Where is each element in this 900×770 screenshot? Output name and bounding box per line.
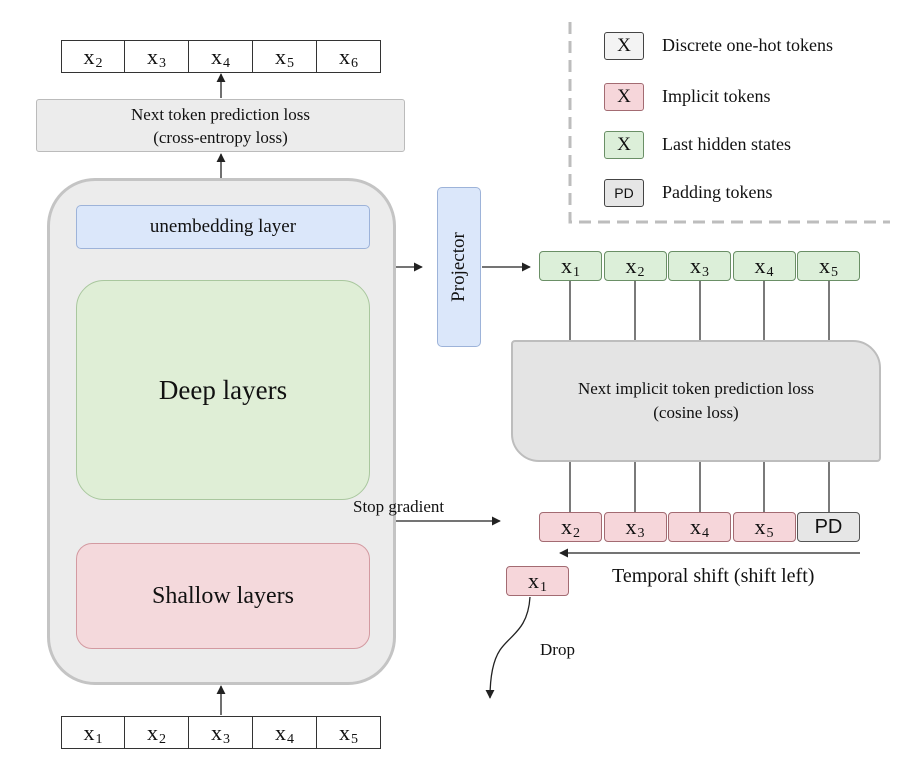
- next-token-loss-subtitle: (cross-entropy loss): [153, 127, 288, 147]
- legend-label-padding: Padding tokens: [662, 182, 773, 202]
- padding-token: PD: [797, 512, 860, 542]
- legend-label-implicit: Implicit tokens: [662, 86, 771, 106]
- unembedding-layer: unembedding layer: [76, 205, 370, 249]
- legend-swatch-one-hot: X: [604, 32, 644, 60]
- legend-swatch-hidden: X: [604, 131, 644, 159]
- implicit-loss-title: Next implicit token prediction loss: [577, 379, 815, 398]
- implicit-loss-subtitle: (cosine loss): [653, 403, 739, 422]
- projector: Projector: [437, 187, 481, 347]
- drop-arrow: [485, 596, 531, 699]
- shallow-layers: Shallow layers: [76, 543, 370, 649]
- legend-swatch-padding: PD: [604, 179, 644, 207]
- deep-layers: Deep layers: [76, 280, 370, 500]
- deep-layers-label: Deep layers: [158, 374, 288, 405]
- temporal-shift-label: Temporal shift (shift left): [612, 565, 815, 587]
- drop-label: Drop: [540, 640, 575, 659]
- legend-label-hidden: Last hidden states: [662, 134, 791, 154]
- stop-gradient-label: Stop gradient: [353, 497, 445, 516]
- legend-label-one-hot: Discrete one-hot tokens: [662, 35, 833, 55]
- next-token-loss-box: Next token prediction loss (cross-entrop…: [36, 99, 405, 152]
- implicit-loss-box: Next implicit token prediction loss (cos…: [511, 340, 881, 462]
- legend-dashed-border: [568, 22, 890, 224]
- unembedding-layer-label: unembedding layer: [149, 216, 297, 237]
- legend-swatch-implicit: X: [604, 83, 644, 111]
- next-token-loss-title: Next token prediction loss: [131, 104, 310, 124]
- projector-label: Projector: [448, 232, 469, 302]
- shallow-layers-label: Shallow layers: [152, 582, 294, 609]
